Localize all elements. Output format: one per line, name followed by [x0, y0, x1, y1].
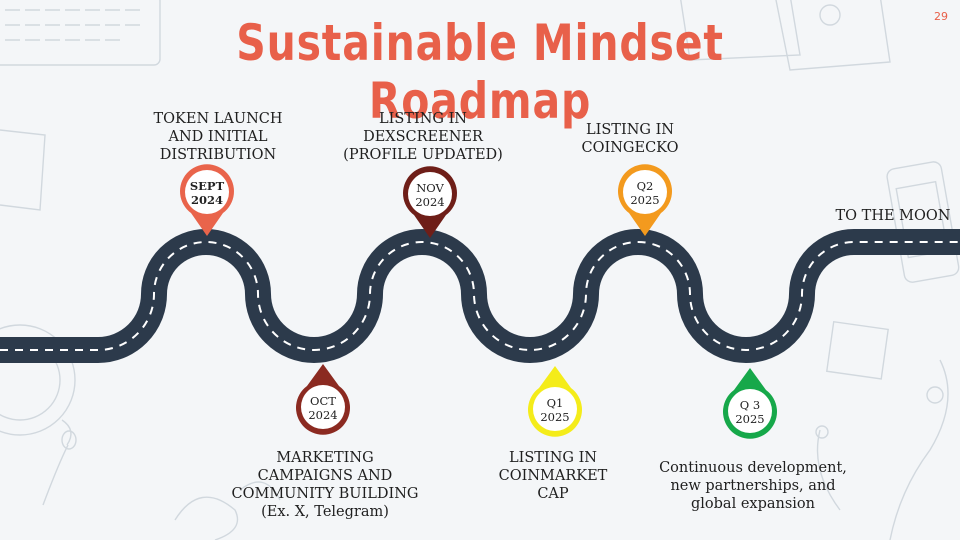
milestone-pin-3	[403, 166, 458, 238]
milestone-pin-4	[528, 366, 582, 437]
tablet-sketch-icon	[0, 129, 46, 211]
earbuds-sketch-icon	[815, 359, 949, 540]
keyboard-sketch-icon	[0, 0, 161, 66]
notebook-sketch-icon	[680, 0, 891, 71]
milestone-pin-2	[296, 364, 351, 435]
sticky-note-sketch-icon	[825, 320, 889, 380]
end-label: TO THE MOON	[835, 208, 951, 224]
glasses-sketch-icon	[174, 481, 281, 540]
winding-road	[0, 229, 960, 363]
milestone-pin-1	[180, 164, 234, 236]
page-title: Sustainable Mindset Roadmap	[236, 14, 724, 130]
spoon-sketch-icon	[42, 430, 77, 506]
road-center-line	[0, 241, 960, 351]
milestone-text-6: Continuous development,new partnerships,…	[659, 460, 847, 512]
milestone-pin-5	[618, 164, 672, 236]
milestone-pin-6	[723, 368, 777, 439]
page-number: 29	[934, 10, 948, 23]
